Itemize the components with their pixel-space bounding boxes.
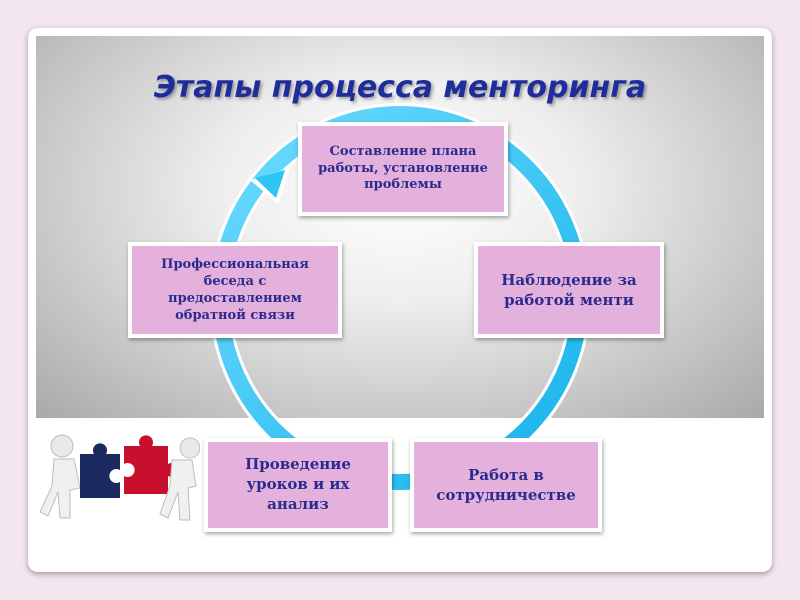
stage-cooperation-label: Работа в сотрудничестве — [436, 465, 576, 504]
puzzle-people-icon — [40, 434, 200, 521]
slide: Этапы процесса менторинга Составление пл… — [28, 28, 772, 572]
stage-plan-label: Составление плана работы, установление п… — [318, 144, 488, 193]
stage-feedback-label: Профессиональная беседа с предоставление… — [161, 256, 309, 324]
stage-observation-label: Наблюдение за работой менти — [501, 270, 637, 309]
stage-plan: Составление плана работы, установление п… — [298, 122, 508, 216]
stage-observation: Наблюдение за работой менти — [474, 242, 664, 338]
slide-title: Этапы процесса менторинга — [153, 70, 647, 105]
stage-cooperation: Работа в сотрудничестве — [410, 438, 602, 532]
stage-lessons-label: Проведение уроков и их анализ — [245, 455, 351, 513]
stage-feedback: Профессиональная беседа с предоставление… — [128, 242, 342, 338]
gradient-panel — [36, 36, 764, 418]
stage-lessons: Проведение уроков и их анализ — [204, 438, 392, 532]
